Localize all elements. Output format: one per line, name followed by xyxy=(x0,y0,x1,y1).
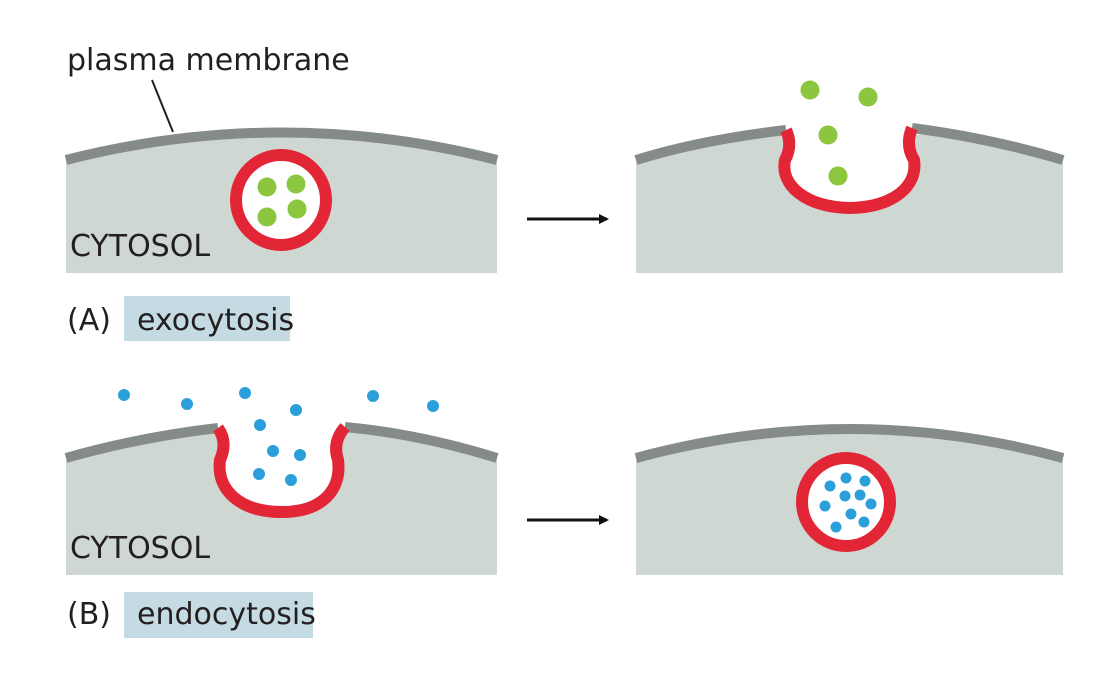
cytosol-label: CYTOSOL xyxy=(70,229,210,264)
extracellular-molecule xyxy=(253,468,265,480)
invagination-white xyxy=(218,427,345,512)
internalized-molecule xyxy=(865,498,877,510)
invaginating-membrane xyxy=(212,423,350,519)
panel-a-tag xyxy=(124,296,290,341)
cargo-molecule xyxy=(257,207,277,227)
panel-b-before xyxy=(64,387,499,575)
internalized-molecule xyxy=(824,480,836,492)
internalized-molecule xyxy=(854,489,866,501)
plasma-membrane xyxy=(64,127,499,165)
cargo-molecule xyxy=(257,177,277,197)
endocytic-vesicle xyxy=(796,452,896,552)
internalized-molecule xyxy=(845,508,857,520)
extracellular-molecule xyxy=(290,404,302,416)
panel-a-letter: (A) xyxy=(67,303,111,338)
released-cargo xyxy=(858,87,878,107)
label-leader-line xyxy=(151,79,174,133)
extracellular-molecule xyxy=(181,398,193,410)
extracellular-molecule xyxy=(267,445,279,457)
fusion-pit-white xyxy=(784,128,915,208)
internalized-molecule xyxy=(830,521,842,533)
internalized-molecule xyxy=(819,500,831,512)
plasma-membrane xyxy=(634,424,1065,463)
internalized-molecule xyxy=(840,472,852,484)
plasma-membrane-label: plasma membrane xyxy=(67,43,350,78)
panel-a-after xyxy=(634,80,1065,273)
plasma-membrane xyxy=(634,125,787,165)
plasma-membrane xyxy=(911,123,1065,165)
plasma-membrane xyxy=(64,423,219,463)
extracellular-molecule xyxy=(118,389,130,401)
panel-b-after xyxy=(634,424,1065,575)
internalized-molecule xyxy=(858,516,870,528)
panel-a-name: exocytosis xyxy=(137,303,294,338)
panel-b-name: endocytosis xyxy=(137,597,316,632)
released-cargo xyxy=(828,166,848,186)
extracellular-molecule xyxy=(239,387,251,399)
cytosol-label: CYTOSOL xyxy=(70,531,210,566)
fused-vesicle-membrane xyxy=(778,125,921,215)
panel-b-letter: (B) xyxy=(67,597,111,632)
panel-b-tag xyxy=(124,592,313,638)
extracellular-molecule xyxy=(427,400,439,412)
extracellular-molecule xyxy=(285,474,297,486)
extracellular-molecule xyxy=(294,449,306,461)
cargo-molecule xyxy=(286,174,306,194)
internalized-molecule xyxy=(839,490,851,502)
extracellular-molecule xyxy=(254,419,266,431)
internalized-molecule xyxy=(859,475,871,487)
secretory-vesicle xyxy=(230,149,332,251)
panel-a-before xyxy=(64,127,499,273)
released-cargo xyxy=(800,80,820,100)
cargo-molecule xyxy=(287,199,307,219)
released-cargo xyxy=(818,125,838,145)
extracellular-molecule xyxy=(367,390,379,402)
plasma-membrane xyxy=(344,422,499,463)
